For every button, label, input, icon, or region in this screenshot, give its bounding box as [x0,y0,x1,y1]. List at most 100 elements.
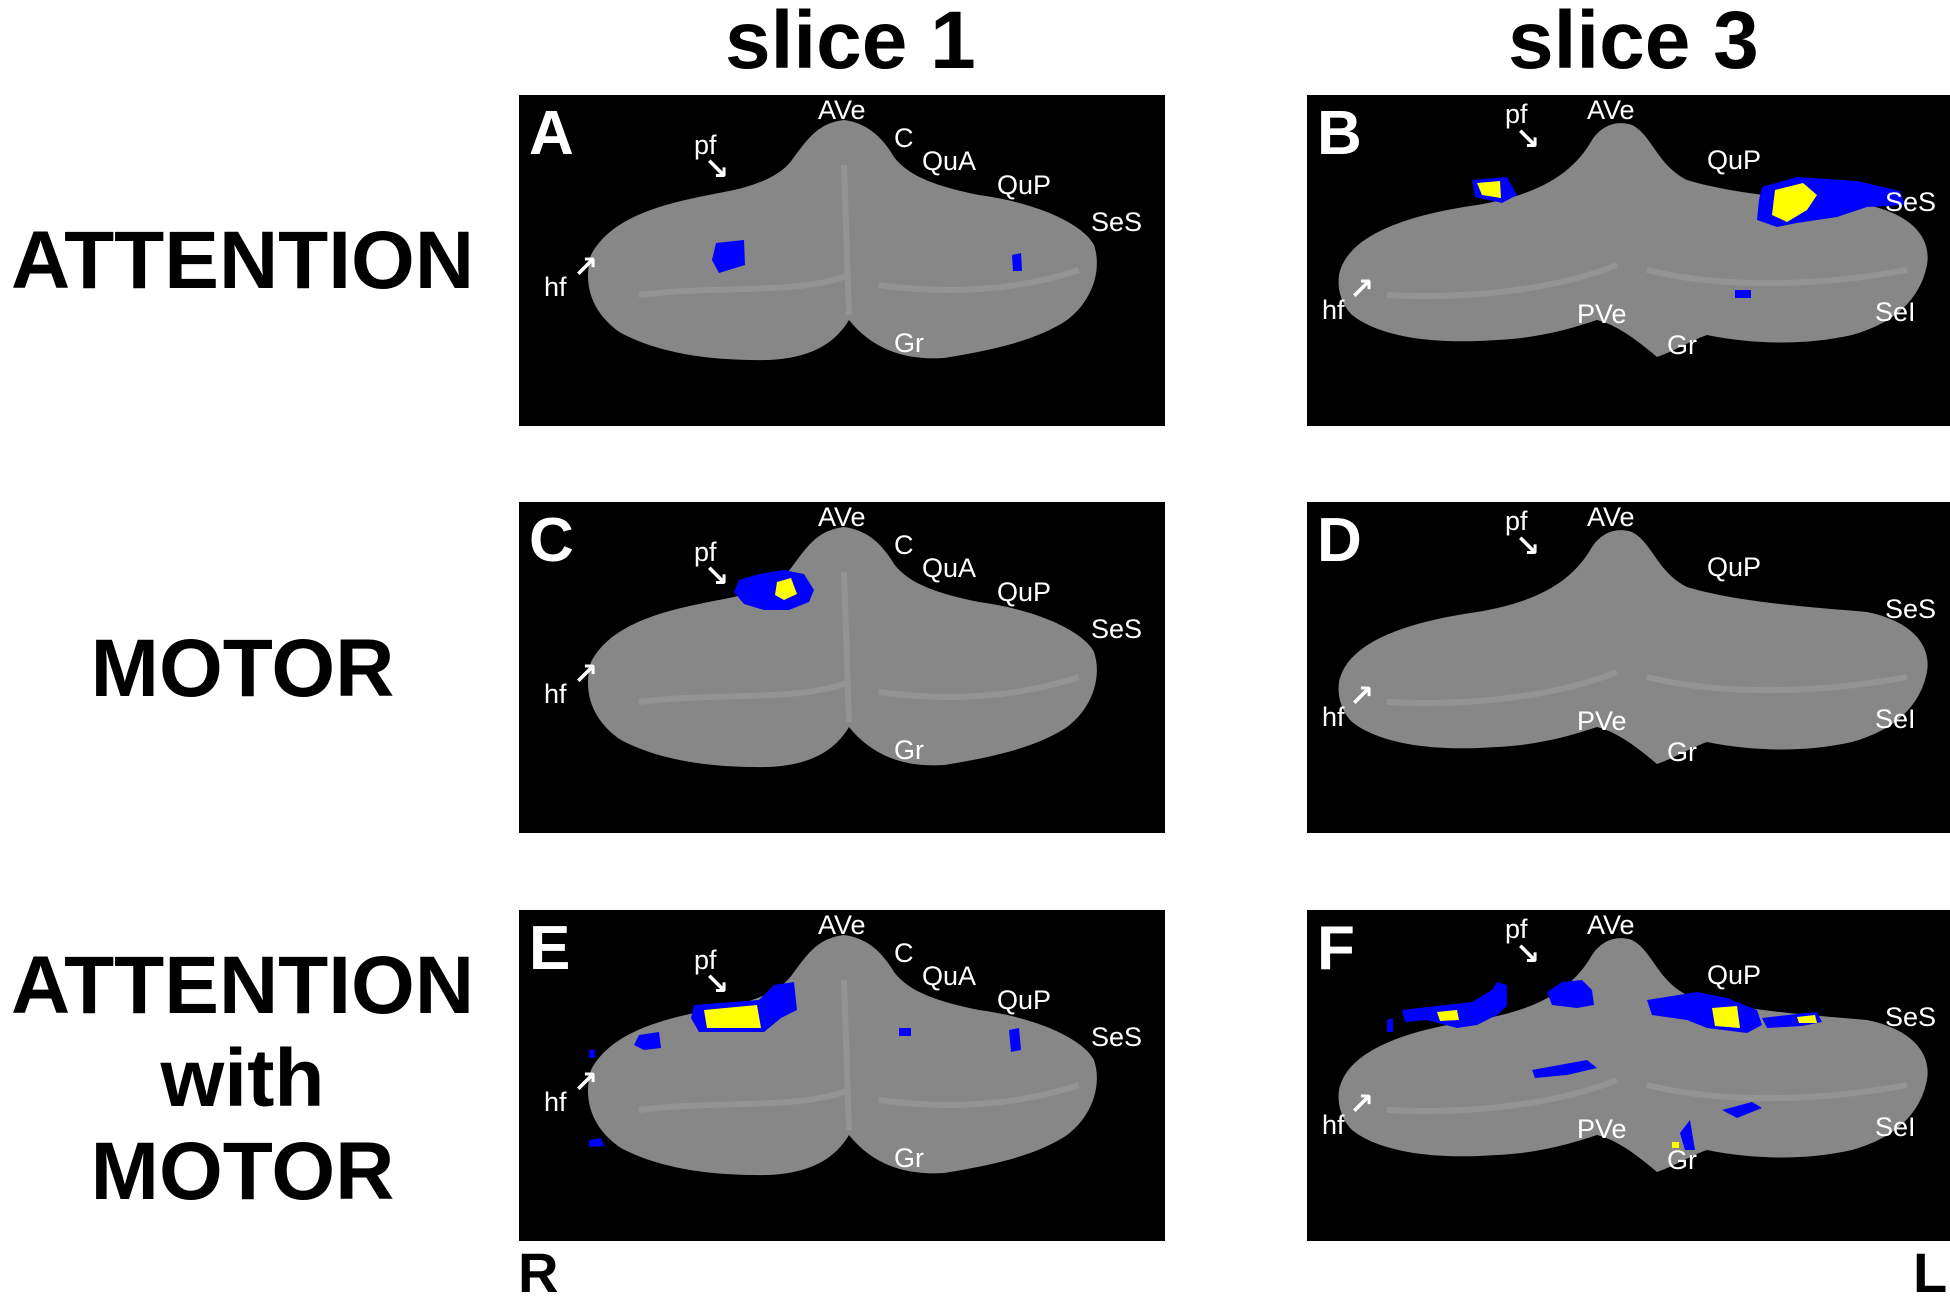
label-ave: AVe [818,95,866,125]
panel-letter: C [529,506,574,575]
label-pve: PVe [1577,299,1627,329]
activation-cluster [1772,183,1817,222]
activation-cluster [1477,181,1501,198]
label-qup: QuP [1707,145,1762,175]
label-sei: SeI [1875,704,1916,734]
label-pf: pf [1505,506,1528,536]
label-sei: SeI [1875,1112,1916,1142]
panel-a: A AVe C QuA QuP SeS pf ↘ hf ↗ Gr [519,95,1165,426]
cerebellum-slice-image [587,120,1097,361]
label-qup: QuP [1707,552,1762,582]
label-qup: QuP [997,985,1052,1015]
cerebellum-tissue [1338,938,1928,1172]
label-qup: QuP [997,170,1052,200]
label-ave: AVe [818,910,866,940]
label-gr: Gr [1667,330,1697,360]
label-qua: QuA [922,961,977,991]
label-sei: SeI [1875,297,1916,327]
hf-arrow-icon: ↗ [573,1066,599,1099]
activation-cluster [1797,1015,1817,1023]
hf-arrow-icon: ↗ [1349,680,1375,713]
label-hf: hf [1322,702,1345,732]
cerebellum-slice-image [1338,938,1928,1172]
activation-cluster [1012,253,1022,271]
label-pf: pf [694,537,717,567]
label-gr: Gr [894,1143,924,1173]
orientation-left-marker: L [1913,1241,1948,1304]
label-qua: QuA [922,553,977,583]
activation-cluster [1532,1060,1597,1078]
row-label-motor: MOTOR [90,623,395,714]
activation-cluster [634,1032,661,1050]
label-ave: AVe [818,502,866,532]
activation-cluster [589,1050,595,1058]
pf-arrow-icon: ↘ [1515,938,1541,971]
hf-arrow-icon: ↗ [1349,273,1375,306]
pf-arrow-icon: ↘ [1515,530,1541,563]
label-hf: hf [1322,1110,1345,1140]
activation-cluster [712,240,745,273]
label-pf: pf [694,945,717,975]
label-qup: QuP [1707,960,1762,990]
label-ave: AVe [1587,95,1635,125]
activation-cluster [899,1028,911,1036]
panel-letter: D [1317,506,1362,575]
panel-c: C AVe C QuA QuP SeS pf ↘ hf ↗ Gr [519,502,1165,833]
label-qua: QuA [922,146,977,176]
label-c: C [894,938,914,968]
panel-b: B AVe QuP SeS pf ↘ hf ↗ PVe Gr SeI [1307,95,1950,426]
activation-cluster [589,1138,604,1147]
activation-cluster [1735,290,1751,298]
column-title-slice-1: slice 1 [725,0,976,86]
activation-cluster [775,578,797,600]
label-gr: Gr [894,735,924,765]
row-label-attention: ATTENTION [10,215,475,306]
panel-f: F AVe QuP SeS pf ↘ hf ↗ PVe Gr SeI [1307,910,1950,1241]
activation-cluster [734,570,814,610]
label-ses: SeS [1091,614,1143,644]
row-label-combined-line-3: MOTOR [90,1126,395,1217]
cerebellum-tissue [1338,530,1928,764]
panel-letter: B [1317,99,1362,168]
activation-cluster [1402,982,1507,1028]
activation-cluster [704,1005,761,1028]
label-qup: QuP [997,577,1052,607]
activation-cluster [1722,1102,1762,1118]
activation-cluster [1437,1010,1459,1021]
label-ses: SeS [1885,187,1937,217]
label-pf: pf [1505,914,1528,944]
activation-cluster [1547,980,1594,1008]
panel-letter: E [529,914,571,983]
row-label-combined-line-2: with [160,1033,325,1124]
pf-arrow-icon: ↘ [704,153,730,186]
row-label-combined-line-1: ATTENTION [10,940,475,1031]
label-pf: pf [1505,99,1528,129]
activation-cluster [1009,1028,1021,1052]
cerebellum-tissue [1338,123,1928,357]
panel-e: E AVe C QuA QuP SeS pf ↘ hf ↗ Gr [519,910,1165,1241]
label-gr: Gr [1667,1145,1697,1175]
cerebellum-slice-image [587,527,1097,768]
pf-arrow-icon: ↘ [1515,123,1541,156]
cerebellum-slice-image [587,935,1097,1176]
panel-letter: F [1317,914,1355,983]
label-c: C [894,530,914,560]
label-ave: AVe [1587,910,1635,940]
label-ses: SeS [1885,594,1937,624]
hf-arrow-icon: ↗ [1349,1088,1375,1121]
label-gr: Gr [1667,737,1697,767]
hf-arrow-icon: ↗ [573,658,599,691]
label-c: C [894,123,914,153]
cerebellum-tissue [587,935,1097,1176]
orientation-right-marker: R [518,1241,559,1304]
label-pf: pf [694,130,717,160]
pf-arrow-icon: ↘ [704,560,730,593]
panel-d: D AVe QuP SeS pf ↘ hf ↗ PVe Gr SeI [1307,502,1950,833]
column-title-slice-3: slice 3 [1508,0,1759,86]
label-ses: SeS [1091,207,1143,237]
label-hf: hf [544,272,567,302]
label-pve: PVe [1577,1114,1627,1144]
cerebellum-slice-image [1338,530,1928,764]
cerebellum-slice-image [1338,123,1928,357]
label-hf: hf [544,1087,567,1117]
